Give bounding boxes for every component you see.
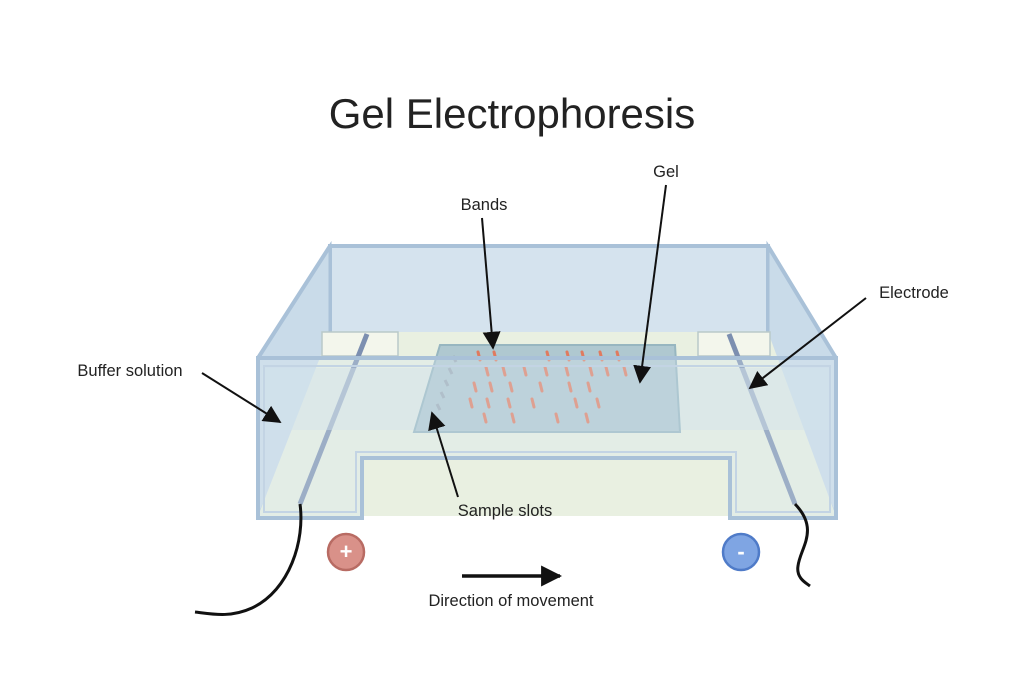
tank bbox=[258, 246, 836, 518]
label-electrode: Electrode bbox=[879, 284, 949, 302]
label-gel: Gel bbox=[653, 163, 679, 181]
negative-terminal-sign: - bbox=[737, 539, 744, 564]
label-sample-slots: Sample slots bbox=[458, 502, 552, 520]
positive-terminal: + bbox=[328, 534, 364, 570]
label-bands: Bands bbox=[461, 196, 508, 214]
negative-terminal: - bbox=[723, 534, 759, 570]
positive-terminal-sign: + bbox=[340, 539, 353, 564]
label-buffer-solution: Buffer solution bbox=[77, 362, 182, 380]
positive-wire bbox=[195, 504, 301, 615]
diagram-title: Gel Electrophoresis bbox=[329, 90, 696, 137]
label-direction: Direction of movement bbox=[428, 592, 593, 610]
